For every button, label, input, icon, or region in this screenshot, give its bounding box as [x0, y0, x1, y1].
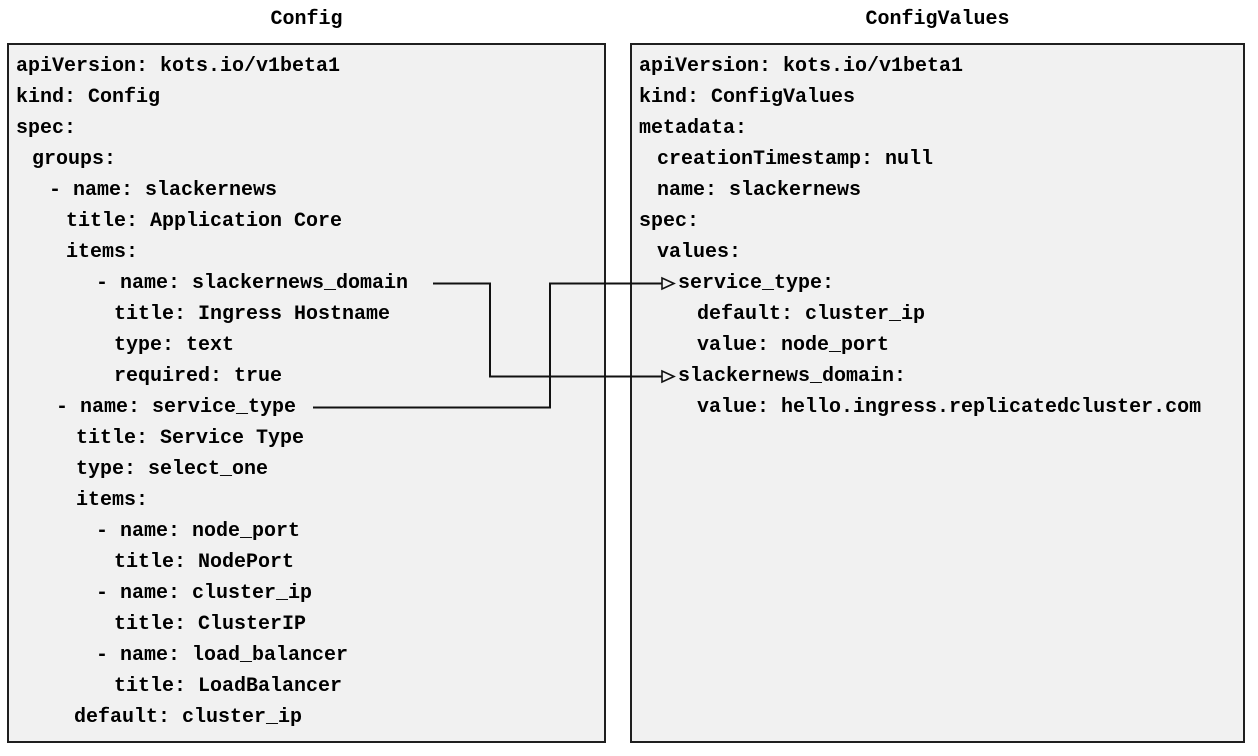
yaml-line: kind: Config [16, 86, 161, 109]
yaml-line: title: NodePort [114, 551, 295, 574]
yaml-line: spec: [639, 210, 700, 233]
yaml-line: title: Ingress Hostname [114, 303, 391, 326]
config-panel-title: Config [270, 8, 343, 31]
yaml-line: spec: [16, 117, 77, 140]
yaml-line: apiVersion: kots.io/v1beta1 [16, 55, 341, 78]
yaml-line: creationTimestamp: null [657, 148, 934, 171]
yaml-line: apiVersion: kots.io/v1beta1 [639, 55, 964, 78]
yaml-line: - name: load_balancer [96, 644, 349, 667]
yaml-line: title: Service Type [76, 427, 305, 450]
yaml-line: type: text [114, 334, 235, 357]
yaml-line: items: [76, 489, 149, 512]
yaml-line: - name: node_port [96, 520, 301, 543]
yaml-line: - name: slackernews [49, 179, 278, 202]
yaml-line: default: cluster_ip [697, 303, 926, 326]
yaml-line: required: true [114, 365, 283, 388]
yaml-line: groups: [32, 148, 117, 171]
yaml-line: service_type: [678, 272, 835, 295]
configvalues-panel: apiVersion: kots.io/v1beta1 kind: ConfigV… [630, 43, 1245, 743]
yaml-line: title: ClusterIP [114, 613, 307, 636]
configvalues-panel-title: ConfigValues [865, 8, 1010, 31]
yaml-line: value: node_port [697, 334, 890, 357]
yaml-line: slackernews_domain: [678, 365, 907, 388]
yaml-line: type: select_one [76, 458, 269, 481]
config-panel: apiVersion: kots.io/v1beta1 kind: Config s… [7, 43, 606, 743]
yaml-line: - name: service_type [56, 396, 297, 419]
yaml-line: - name: cluster_ip [96, 582, 313, 605]
yaml-line: metadata: [639, 117, 748, 140]
yaml-line: - name: slackernews_domain [96, 272, 409, 295]
yaml-line: name: slackernews [657, 179, 862, 202]
yaml-line: title: LoadBalancer [114, 675, 343, 698]
yaml-line: title: Application Core [66, 210, 343, 233]
yaml-line: kind: ConfigValues [639, 86, 856, 109]
yaml-line: values: [657, 241, 742, 264]
yaml-line: default: cluster_ip [74, 706, 303, 729]
yaml-line: value: hello.ingress.replicatedcluster.c… [697, 396, 1202, 419]
yaml-line: items: [66, 241, 139, 264]
